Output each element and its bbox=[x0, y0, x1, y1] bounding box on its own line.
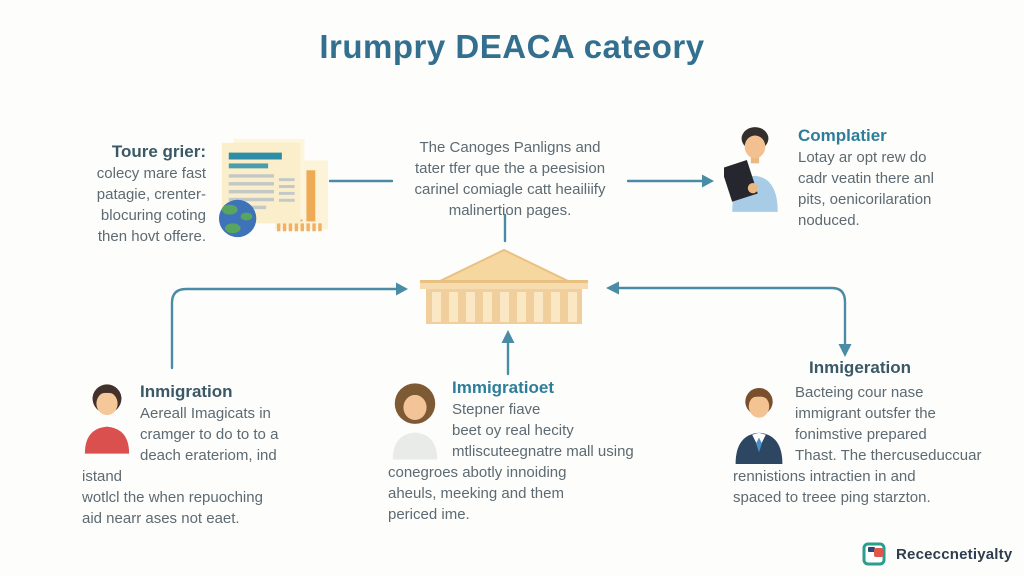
brand-name: Receccnetiyalty bbox=[896, 545, 1013, 563]
top-left-heading: Toure grier: bbox=[111, 142, 206, 161]
bottom-center-line: beet oy real hecity bbox=[452, 422, 574, 439]
section-bottom-right: Inmigeration Bacteing cour nase immigran… bbox=[733, 356, 987, 508]
documents-globe-chart-icon bbox=[218, 138, 329, 238]
section-top-center: The Canoges Panligns and tater tfer que … bbox=[383, 137, 637, 221]
bottom-center-line: aheuls, meeking and them bbox=[388, 485, 564, 502]
person-red-shirt-icon bbox=[84, 384, 130, 454]
person-reading-tablet-icon bbox=[724, 127, 778, 212]
government-building-icon bbox=[420, 248, 588, 324]
top-right-heading: Complatier bbox=[798, 126, 887, 145]
bottom-left-line: wotlcl the when repuoching bbox=[82, 489, 263, 506]
bottom-right-line: Bacteing cour nase bbox=[795, 384, 924, 401]
top-center-line: carinel comiagle catt heailiify bbox=[414, 181, 606, 198]
bottom-left-heading: Inmigration bbox=[140, 382, 233, 401]
businessman-avatar-icon bbox=[735, 387, 783, 464]
woman-avatar-icon bbox=[392, 383, 438, 460]
top-center-line: The Canoges Panligns and bbox=[419, 139, 601, 156]
bottom-right-heading: Inmigeration bbox=[808, 358, 911, 377]
top-right-line: Lotay ar opt rew do bbox=[798, 149, 927, 166]
section-bottom-left: Inmigration Aereall Imagicats in cramger… bbox=[82, 380, 298, 529]
brand-logo-icon bbox=[862, 542, 886, 566]
bottom-left-line: deach erateriom, ind istand bbox=[82, 447, 277, 485]
top-left-line: then hovt offere. bbox=[97, 228, 206, 245]
brand-footer: Receccnetiyalty bbox=[862, 541, 1012, 567]
bottom-right-line: Thast. The thercuseduccuar bbox=[795, 447, 982, 464]
top-right-line: noduced. bbox=[798, 212, 860, 229]
arrow-right-elbow bbox=[616, 286, 847, 346]
top-right-text: Complatier Lotay ar opt rew do cadr veat… bbox=[798, 124, 958, 231]
section-bottom-center: Immigratioet Stepner fiave beet oy real … bbox=[388, 376, 636, 525]
section-top-right: Complatier Lotay ar opt rew do cadr veat… bbox=[724, 124, 958, 231]
top-right-line: pits, oenicorilaration bbox=[798, 191, 932, 208]
bottom-center-line: conegroes abotly innoiding bbox=[388, 464, 567, 481]
bottom-center-line: mtliscuteegnatre mall using bbox=[452, 443, 634, 460]
bottom-right-line: rennistions intractien in and bbox=[733, 468, 916, 485]
bottom-left-line: aid nearr ases not eaet. bbox=[82, 510, 240, 527]
arrowhead-left bbox=[606, 281, 619, 295]
arrow-left-elbow-to-building bbox=[170, 287, 398, 370]
top-left-line: patagie, crenter- bbox=[96, 186, 206, 203]
top-left-line: blocuring coting bbox=[100, 207, 206, 224]
bottom-center-heading: Immigratioet bbox=[452, 378, 555, 397]
bottom-center-line: Stepner fiave bbox=[452, 401, 541, 418]
page-title: Irumpry DEACA cateory bbox=[319, 28, 705, 65]
bottom-left-line: cramger to do to to a bbox=[140, 426, 279, 443]
arrowhead-up bbox=[501, 330, 515, 343]
top-left-line: colecy mare fast bbox=[96, 165, 206, 182]
top-center-line: malinertion pages. bbox=[448, 202, 572, 219]
top-center-line: tater tfer que the a peesision bbox=[414, 160, 606, 177]
section-top-left: Toure grier: colecy mare fast patagie, c… bbox=[48, 136, 332, 247]
bottom-left-line: Aereall Imagicats in bbox=[140, 405, 271, 422]
bottom-right-line: spaced to treee ping starzton. bbox=[733, 489, 931, 506]
arrowhead-right bbox=[396, 282, 408, 296]
top-left-text: Toure grier: colecy mare fast patagie, c… bbox=[48, 136, 206, 247]
bottom-right-line: fonimstive prepared bbox=[795, 426, 927, 443]
top-right-line: cadr veatin there anl bbox=[798, 170, 934, 187]
arrowhead-right bbox=[702, 174, 714, 188]
bottom-center-line: periced ime. bbox=[388, 506, 470, 523]
bottom-right-line: immigrant outsfer the bbox=[795, 405, 936, 422]
